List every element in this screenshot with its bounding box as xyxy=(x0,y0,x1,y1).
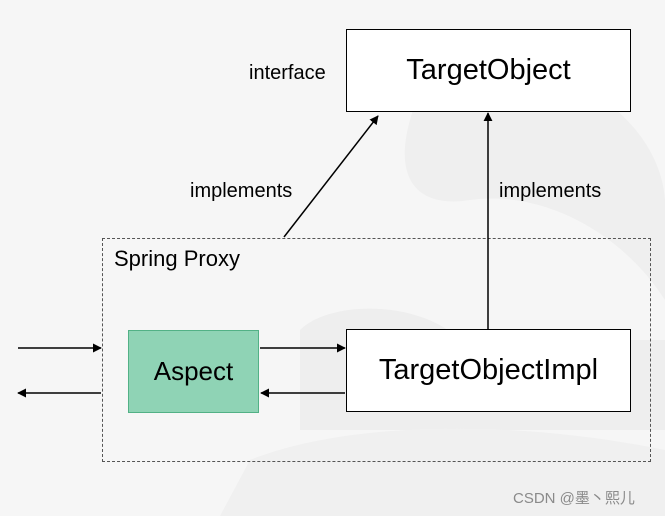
target-object-label: TargetObject xyxy=(406,54,571,86)
spring-proxy-label: Spring Proxy xyxy=(114,246,240,271)
interface-label: interface xyxy=(249,62,326,84)
implements-label-right: implements xyxy=(499,180,602,202)
target-object-impl-node: TargetObjectImpl xyxy=(346,329,631,412)
aspect-node: Aspect xyxy=(128,330,259,413)
target-object-node: TargetObject xyxy=(346,29,631,112)
watermark-text: CSDN @墨丶熙儿 xyxy=(513,490,635,507)
aspect-label: Aspect xyxy=(153,356,234,386)
spring-proxy-boundary xyxy=(102,238,651,462)
target-object-impl-label: TargetObjectImpl xyxy=(378,354,599,386)
implements-label-left: implements xyxy=(190,180,293,202)
